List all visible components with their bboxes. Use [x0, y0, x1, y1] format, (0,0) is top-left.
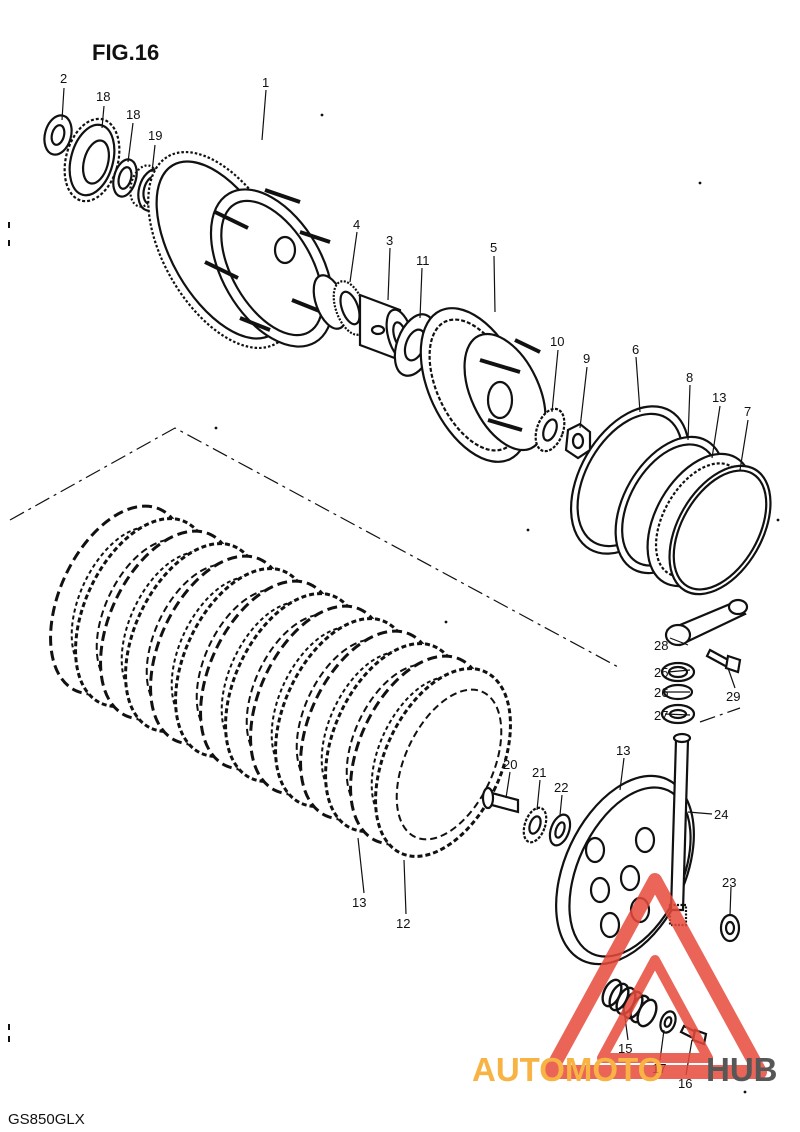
callout-5: 5 — [490, 240, 497, 255]
callout-16: 16 — [678, 1076, 692, 1091]
callout-12: 12 — [396, 916, 410, 931]
callout-18: 18 — [96, 89, 110, 104]
callout-15: 15 — [618, 1041, 632, 1056]
callout-13-upper: 13 — [712, 390, 726, 405]
watermark: AUTOMOTO HUB — [472, 873, 778, 1088]
callout-9: 9 — [583, 351, 590, 366]
callout-23: 22 — [554, 780, 568, 795]
callout-21: 20 — [503, 757, 517, 772]
model-code: GS850GLX — [8, 1111, 85, 1128]
part-10-lock-washer — [534, 407, 566, 453]
watermark-text-part1: AUTOMOTO — [472, 1051, 663, 1088]
spring-coil — [636, 998, 658, 1028]
watermark-text-part2: HUB — [706, 1051, 778, 1088]
part-23-washer — [548, 813, 572, 847]
part-26-oil-seal — [660, 661, 696, 683]
callout-29: 28 — [654, 638, 668, 653]
callout-19: 18 — [126, 107, 140, 122]
callout-4: 4 — [353, 217, 360, 232]
callout-3: 3 — [386, 233, 393, 248]
triangle-logo-inner-icon — [597, 955, 713, 1063]
clutch-plate — [374, 667, 512, 858]
callout-1: 1 — [262, 75, 269, 90]
callout-20: 19 — [148, 128, 162, 143]
clutch-plate-stack — [49, 504, 512, 858]
callout-28: 27 — [654, 708, 668, 723]
figure-title: FIG.16 — [92, 40, 159, 65]
callout-25: 24 — [714, 807, 728, 822]
callout-6: 6 — [632, 342, 639, 357]
part-1-clutch-housing — [147, 150, 335, 350]
part-22-bearing — [522, 806, 548, 844]
callout-7: 7 — [744, 404, 751, 419]
part-30-bolt — [705, 648, 742, 674]
part-18-sprocket — [63, 117, 121, 203]
callout-11: 11 — [416, 253, 430, 268]
callout-14: 13 — [616, 743, 630, 758]
callout-13-lower: 13 — [352, 895, 366, 910]
part-21-push-piece — [481, 786, 520, 814]
triangle-logo-icon — [543, 873, 767, 1079]
callout-24: 23 — [722, 875, 736, 890]
part-17-washer — [659, 1010, 677, 1034]
part-4-needle-bearing — [312, 274, 368, 336]
part-29-release-arm — [664, 598, 749, 647]
part-24-washer — [719, 913, 741, 943]
part-2-washer — [43, 114, 73, 156]
part-9-nut — [564, 422, 592, 460]
callout-22: 21 — [532, 765, 546, 780]
callout-27: 26 — [654, 685, 668, 700]
callout-8: 8 — [686, 370, 693, 385]
callout-2: 2 — [60, 71, 67, 86]
callout-30: 29 — [726, 689, 740, 704]
part-7-circlip — [668, 464, 772, 596]
leader-lines — [61, 87, 749, 1076]
part-15-spring — [601, 978, 658, 1028]
callout-26: 25 — [654, 665, 668, 680]
assembly-line — [9, 427, 741, 723]
scan-specks — [8, 113, 780, 1094]
part-5-sleeve-hub — [419, 307, 547, 463]
callout-10: 10 — [550, 334, 564, 349]
